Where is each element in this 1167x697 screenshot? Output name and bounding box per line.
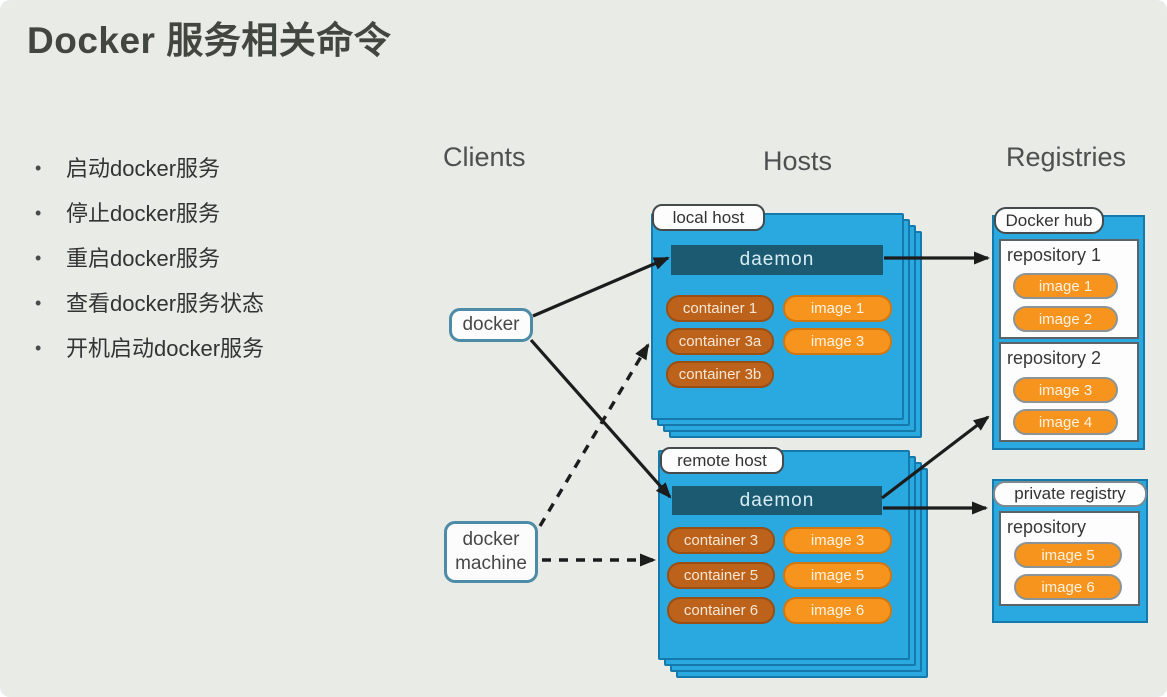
bullet-text: 开机启动docker服务: [66, 336, 265, 361]
bullet-list: 启动docker服务 停止docker服务 重启docker服务 查看docke…: [30, 146, 264, 371]
arrow-docker-to-remote-daemon: [529, 338, 672, 499]
container-pill: container 3: [667, 527, 775, 554]
bullet-text: 重启docker服务: [66, 246, 221, 271]
list-item: 查看docker服务状态: [30, 281, 264, 326]
image-pill: image 3: [1013, 377, 1118, 403]
docker-client-box: docker: [449, 308, 533, 342]
bullet-text: 停止docker服务: [66, 201, 221, 226]
image-pill: image 6: [1014, 574, 1122, 600]
image-pill: image 5: [783, 562, 892, 589]
private-registry-label: private registry: [993, 481, 1147, 507]
list-item: 开机启动docker服务: [30, 326, 264, 371]
image-pill: image 1: [1013, 273, 1118, 299]
container-pill: container 3a: [666, 328, 774, 355]
docker-machine-box: docker machine: [444, 521, 538, 583]
container-pill: container 5: [667, 562, 775, 589]
list-item: 停止docker服务: [30, 191, 264, 236]
container-pill: container 3b: [666, 361, 774, 388]
column-header-clients: Clients: [443, 142, 526, 172]
column-header-hosts: Hosts: [763, 146, 833, 176]
local-daemon-bar: daemon: [671, 245, 883, 275]
repository-name: repository: [1007, 517, 1087, 537]
container-pill: container 1: [666, 295, 774, 322]
image-pill: image 6: [783, 597, 892, 624]
image-pill: image 4: [1013, 409, 1118, 435]
remote-host-box: [658, 450, 910, 660]
image-pill: image 3: [783, 328, 892, 355]
repository-name: repository 2: [1007, 348, 1102, 368]
list-item: 启动docker服务: [30, 146, 264, 191]
remote-daemon-bar: daemon: [672, 486, 882, 515]
list-item: 重启docker服务: [30, 236, 264, 281]
page-title: Docker 服务相关命令: [27, 20, 392, 61]
image-pill: image 2: [1013, 306, 1118, 332]
image-pill: image 5: [1014, 542, 1122, 568]
column-header-registries: Registries: [1006, 142, 1127, 172]
arrow-docker-to-local-daemon: [532, 256, 670, 318]
docker-hub-label: Docker hub: [994, 207, 1104, 234]
repository-name: repository 1: [1007, 245, 1102, 265]
remote-host-label: remote host: [660, 447, 784, 474]
bullet-text: 启动docker服务: [66, 156, 221, 181]
arrow-docker-machine-to-local-host-dashed: [538, 343, 650, 527]
image-pill: image 3: [783, 527, 892, 554]
container-pill: container 6: [667, 597, 775, 624]
image-pill: image 1: [783, 295, 892, 322]
local-host-label: local host: [652, 204, 765, 231]
bullet-text: 查看docker服务状态: [66, 291, 265, 316]
